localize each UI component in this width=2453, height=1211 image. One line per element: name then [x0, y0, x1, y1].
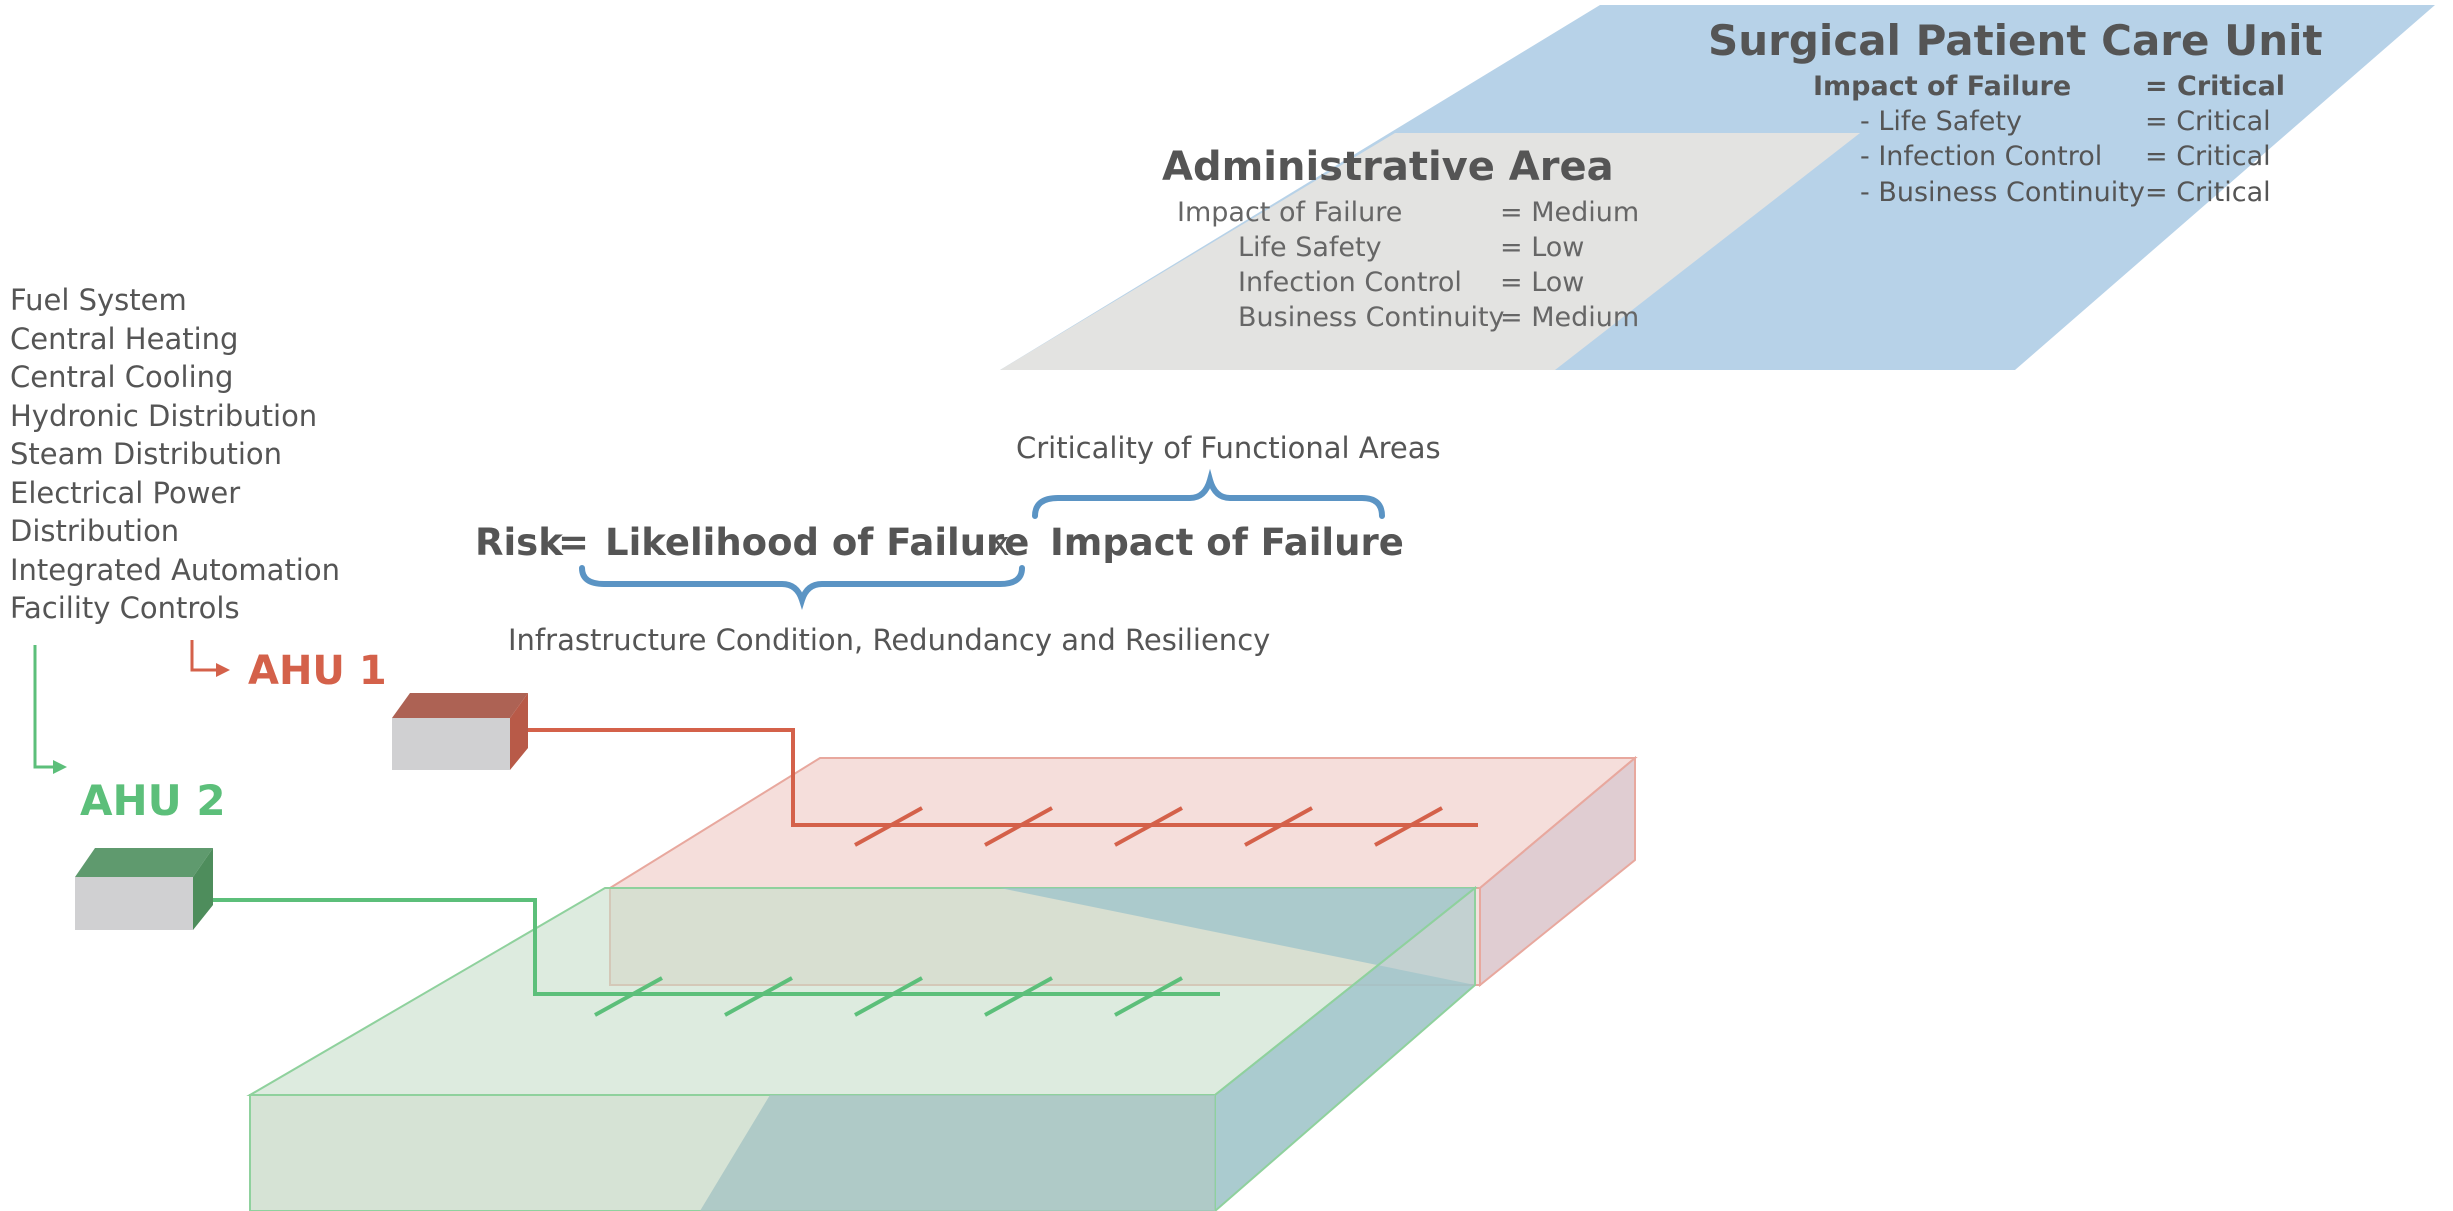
admin-row-label: Infection Control	[1238, 267, 1462, 298]
ahu1-arrow-line	[190, 640, 218, 672]
surgical-row-value: = Critical	[2145, 106, 2271, 137]
admin-row-label: Life Safety	[1238, 232, 1382, 263]
likelihood-brace	[579, 565, 1025, 611]
impact-term: Impact of Failure	[1050, 521, 1404, 564]
system-item: Facility Controls	[10, 591, 240, 625]
admin-impact-label: Impact of Failure	[1177, 197, 1402, 228]
admin-row-value: = Low	[1500, 232, 1584, 263]
impact-annotation: Criticality of Functional Areas	[1016, 431, 1441, 465]
system-item: Electrical Power	[10, 475, 241, 510]
ahu2-label: AHU 2	[80, 776, 226, 825]
admin-row-label: Business Continuity	[1238, 302, 1505, 333]
times-sign: x	[990, 524, 1010, 563]
system-item: Integrated Automation	[10, 552, 340, 587]
surgical-row-label: - Infection Control	[1860, 141, 2102, 172]
surgical-row-label: - Life Safety	[1860, 106, 2022, 137]
surgical-title: Surgical Patient Care Unit	[1708, 16, 2323, 65]
system-item: Hydronic Distribution	[10, 398, 318, 433]
surgical-row-value: = Critical	[2145, 177, 2271, 208]
ahu2-zone-box	[246, 885, 1478, 1211]
surgical-row-label: - Business Continuity	[1860, 177, 2145, 208]
likelihood-term: Likelihood of Failure	[605, 521, 1029, 564]
surgical-row-value: = Critical	[2145, 141, 2271, 172]
ahu2-arrow-line	[33, 645, 55, 769]
infrastructure-systems-list: Fuel System Central Heating Central Cool…	[10, 281, 370, 628]
surgical-impact-label: Impact of Failure	[1813, 71, 2071, 102]
impact-brace	[1032, 468, 1385, 519]
admin-title: Administrative Area	[1162, 144, 1614, 190]
admin-floor-plane	[1000, 133, 1860, 370]
ahu2-unit	[75, 848, 213, 930]
equals-sign: =	[558, 521, 589, 564]
admin-impact-value: = Medium	[1500, 197, 1639, 228]
likelihood-annotation: Infrastructure Condition, Redundancy and…	[508, 623, 1270, 657]
risk-label: Risk	[475, 521, 564, 564]
surgical-impact-value: = Critical	[2145, 71, 2285, 102]
admin-row-value: = Medium	[1500, 302, 1639, 333]
admin-row-value: = Low	[1500, 267, 1584, 298]
ahu1-label: AHU 1	[248, 648, 387, 694]
system-item: Distribution	[10, 514, 180, 548]
system-item: Fuel System	[10, 283, 187, 317]
ahu1-duct	[528, 728, 1478, 847]
system-item: Central Cooling	[10, 360, 234, 394]
ahu1-arrowhead-icon	[216, 663, 230, 677]
ahu2-arrowhead-icon	[53, 760, 67, 774]
ahu2-duct	[213, 898, 1220, 1017]
ahu1-unit	[392, 693, 528, 770]
system-item: Steam Distribution	[10, 437, 283, 471]
system-item: Central Heating	[10, 321, 239, 356]
